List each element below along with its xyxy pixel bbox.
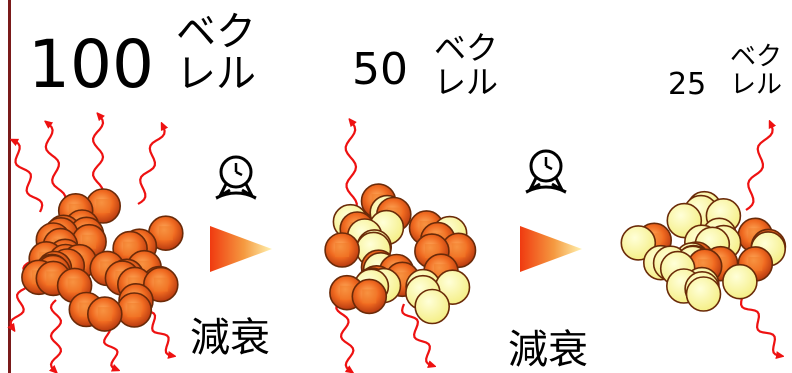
nucleus-core: [96, 199, 111, 213]
nucleus-cluster-1: [21, 188, 184, 332]
transition-1-label: 減衰: [190, 315, 270, 361]
stage-1-unit-bottom: レル: [176, 51, 256, 97]
nucleus-cluster-2: [324, 183, 477, 325]
transition-2-label: 減衰: [508, 327, 588, 373]
radiation-arrow: [335, 299, 355, 372]
stage-2-unit-bottom: レル: [434, 63, 499, 101]
nucleus-clusters: [21, 183, 787, 332]
transition-icons: [210, 149, 582, 272]
decayed-nucleus: [620, 225, 657, 261]
radiation-arrow: [137, 124, 165, 205]
stage-1-value: 100: [28, 26, 154, 103]
stage-3-unit: ベク レル: [730, 44, 782, 98]
stage-2-value: 50: [352, 44, 408, 95]
decayed-nucleus: [685, 276, 722, 312]
nucleus-core: [153, 277, 168, 292]
nucleus-core: [335, 243, 350, 257]
left-border-line: [8, 0, 11, 373]
nucleus-core: [97, 307, 112, 322]
nucleus-core: [362, 289, 377, 304]
radiation-arrow: [400, 303, 434, 366]
nucleus-core: [123, 241, 138, 256]
radiation-arrow: [91, 114, 103, 201]
nucleus-cluster-3: [620, 190, 787, 312]
nucleus-core: [748, 256, 763, 271]
radiation-arrow: [12, 140, 44, 213]
nucleus-core: [46, 271, 61, 286]
radiation-arrows: [11, 114, 782, 372]
radiation-arrow: [46, 122, 67, 207]
nucleus-core: [127, 303, 142, 317]
alarm-clock-icon: [215, 155, 257, 200]
stage-1-unit: ベク レル: [176, 12, 256, 94]
radiation-arrow: [51, 299, 63, 372]
alarm-clock-icon: [525, 149, 567, 194]
stage-3-value: 25: [668, 67, 707, 102]
nucleus-core: [67, 278, 82, 293]
nucleus-core: [451, 243, 466, 258]
radiation-arrow: [344, 120, 358, 215]
decay-arrow: [210, 226, 272, 272]
decayed-nucleus: [722, 263, 758, 300]
stage-1-unit-top: ベク: [176, 9, 256, 55]
stage-2-unit: ベク レル: [434, 32, 498, 98]
stage-3-unit-bottom: レル: [730, 70, 783, 100]
decayed-nucleus: [414, 288, 451, 325]
nucleus-core: [158, 226, 173, 241]
stage-3-unit-top: ベク: [730, 42, 783, 72]
radiation-arrow: [739, 297, 782, 356]
nucleus-core: [339, 285, 354, 300]
radiation-arrow: [745, 122, 773, 211]
decay-arrow: [520, 226, 582, 272]
stage-2-unit-top: ベク: [434, 29, 499, 67]
